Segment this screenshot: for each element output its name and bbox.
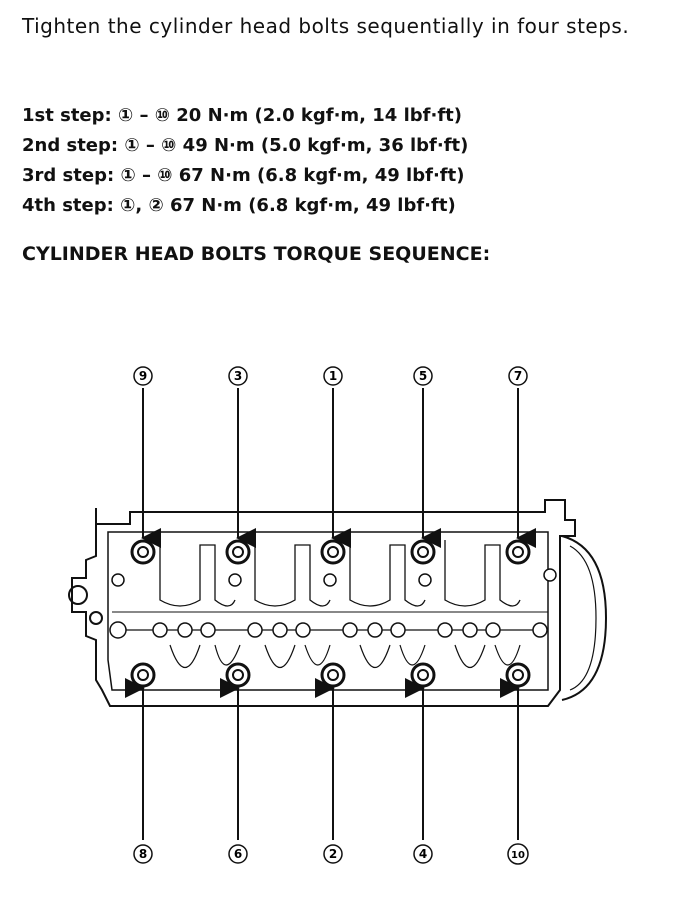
bolt-8 bbox=[130, 662, 156, 688]
step-4: 4th step: ①, ② 67 N·m (6.8 kgf·m, 49 lbf… bbox=[22, 191, 468, 221]
callout-bottom-4-label: 4 bbox=[419, 847, 427, 861]
callout-top-1: 9 bbox=[133, 366, 153, 386]
camshaft-journals bbox=[109, 568, 557, 639]
callout-bottom-3: 2 bbox=[323, 844, 343, 864]
step-4-label: 4th step: bbox=[22, 195, 114, 216]
bottom-bolt-arrows bbox=[125, 678, 520, 840]
top-bolt-arrows bbox=[141, 388, 536, 548]
step-3-label: 3rd step: bbox=[22, 165, 115, 186]
callout-top-5: 7 bbox=[508, 366, 528, 386]
step-3-text: ① – ⑩ 67 N·m (6.8 kgf·m, 49 lbf·ft) bbox=[120, 165, 465, 186]
step-2: 2nd step: ① – ⑩ 49 N·m (5.0 kgf·m, 36 lb… bbox=[22, 131, 468, 161]
step-3: 3rd step: ① – ⑩ 67 N·m (6.8 kgf·m, 49 lb… bbox=[22, 161, 468, 191]
sequence-heading: CYLINDER HEAD BOLTS TORQUE SEQUENCE: bbox=[22, 243, 491, 265]
callout-top-2: 3 bbox=[228, 366, 248, 386]
callout-top-2-label: 3 bbox=[234, 369, 242, 383]
top-callouts: 9 3 1 5 7 bbox=[133, 366, 528, 386]
callout-bottom-4: 4 bbox=[413, 844, 433, 864]
bottom-bolts bbox=[130, 662, 531, 688]
step-1-text: ① – ⑩ 20 N·m (2.0 kgf·m, 14 lbf·ft) bbox=[118, 105, 462, 126]
bolt-2 bbox=[320, 662, 346, 688]
callout-top-4: 5 bbox=[413, 366, 433, 386]
top-bolts bbox=[130, 539, 531, 565]
bolt-1 bbox=[320, 539, 346, 565]
step-2-text: ① – ⑩ 49 N·m (5.0 kgf·m, 36 lbf·ft) bbox=[124, 135, 469, 156]
bolt-4 bbox=[410, 662, 436, 688]
callout-bottom-1-label: 8 bbox=[139, 847, 147, 861]
callout-bottom-5-label: 10 bbox=[511, 850, 525, 861]
callout-bottom-1: 8 bbox=[133, 844, 153, 864]
callout-top-3: 1 bbox=[323, 366, 343, 386]
step-2-label: 2nd step: bbox=[22, 135, 119, 156]
bolt-5 bbox=[410, 539, 436, 565]
bolt-10 bbox=[505, 662, 531, 688]
bottom-callouts: 8 6 2 4 10 bbox=[133, 843, 529, 865]
bolt-6 bbox=[225, 662, 251, 688]
callout-top-5-label: 7 bbox=[514, 369, 522, 383]
torque-steps: 1st step: ① – ⑩ 20 N·m (2.0 kgf·m, 14 lb… bbox=[22, 101, 468, 221]
bolt-7 bbox=[505, 539, 531, 565]
callout-bottom-2-label: 6 bbox=[234, 847, 242, 861]
callout-top-1-label: 9 bbox=[139, 369, 147, 383]
bolt-9 bbox=[130, 539, 156, 565]
step-4-text: ①, ② 67 N·m (6.8 kgf·m, 49 lbf·ft) bbox=[120, 195, 456, 216]
callout-bottom-3-label: 2 bbox=[329, 847, 337, 861]
callout-bottom-2: 6 bbox=[228, 844, 248, 864]
bolt-3 bbox=[225, 539, 251, 565]
callout-bottom-5: 10 bbox=[507, 843, 529, 865]
step-1: 1st step: ① – ⑩ 20 N·m (2.0 kgf·m, 14 lb… bbox=[22, 101, 468, 131]
intro-text: Tighten the cylinder head bolts sequenti… bbox=[22, 14, 630, 38]
callout-top-4-label: 5 bbox=[419, 369, 427, 383]
step-1-label: 1st step: bbox=[22, 105, 112, 126]
callout-top-3-label: 1 bbox=[329, 369, 337, 383]
